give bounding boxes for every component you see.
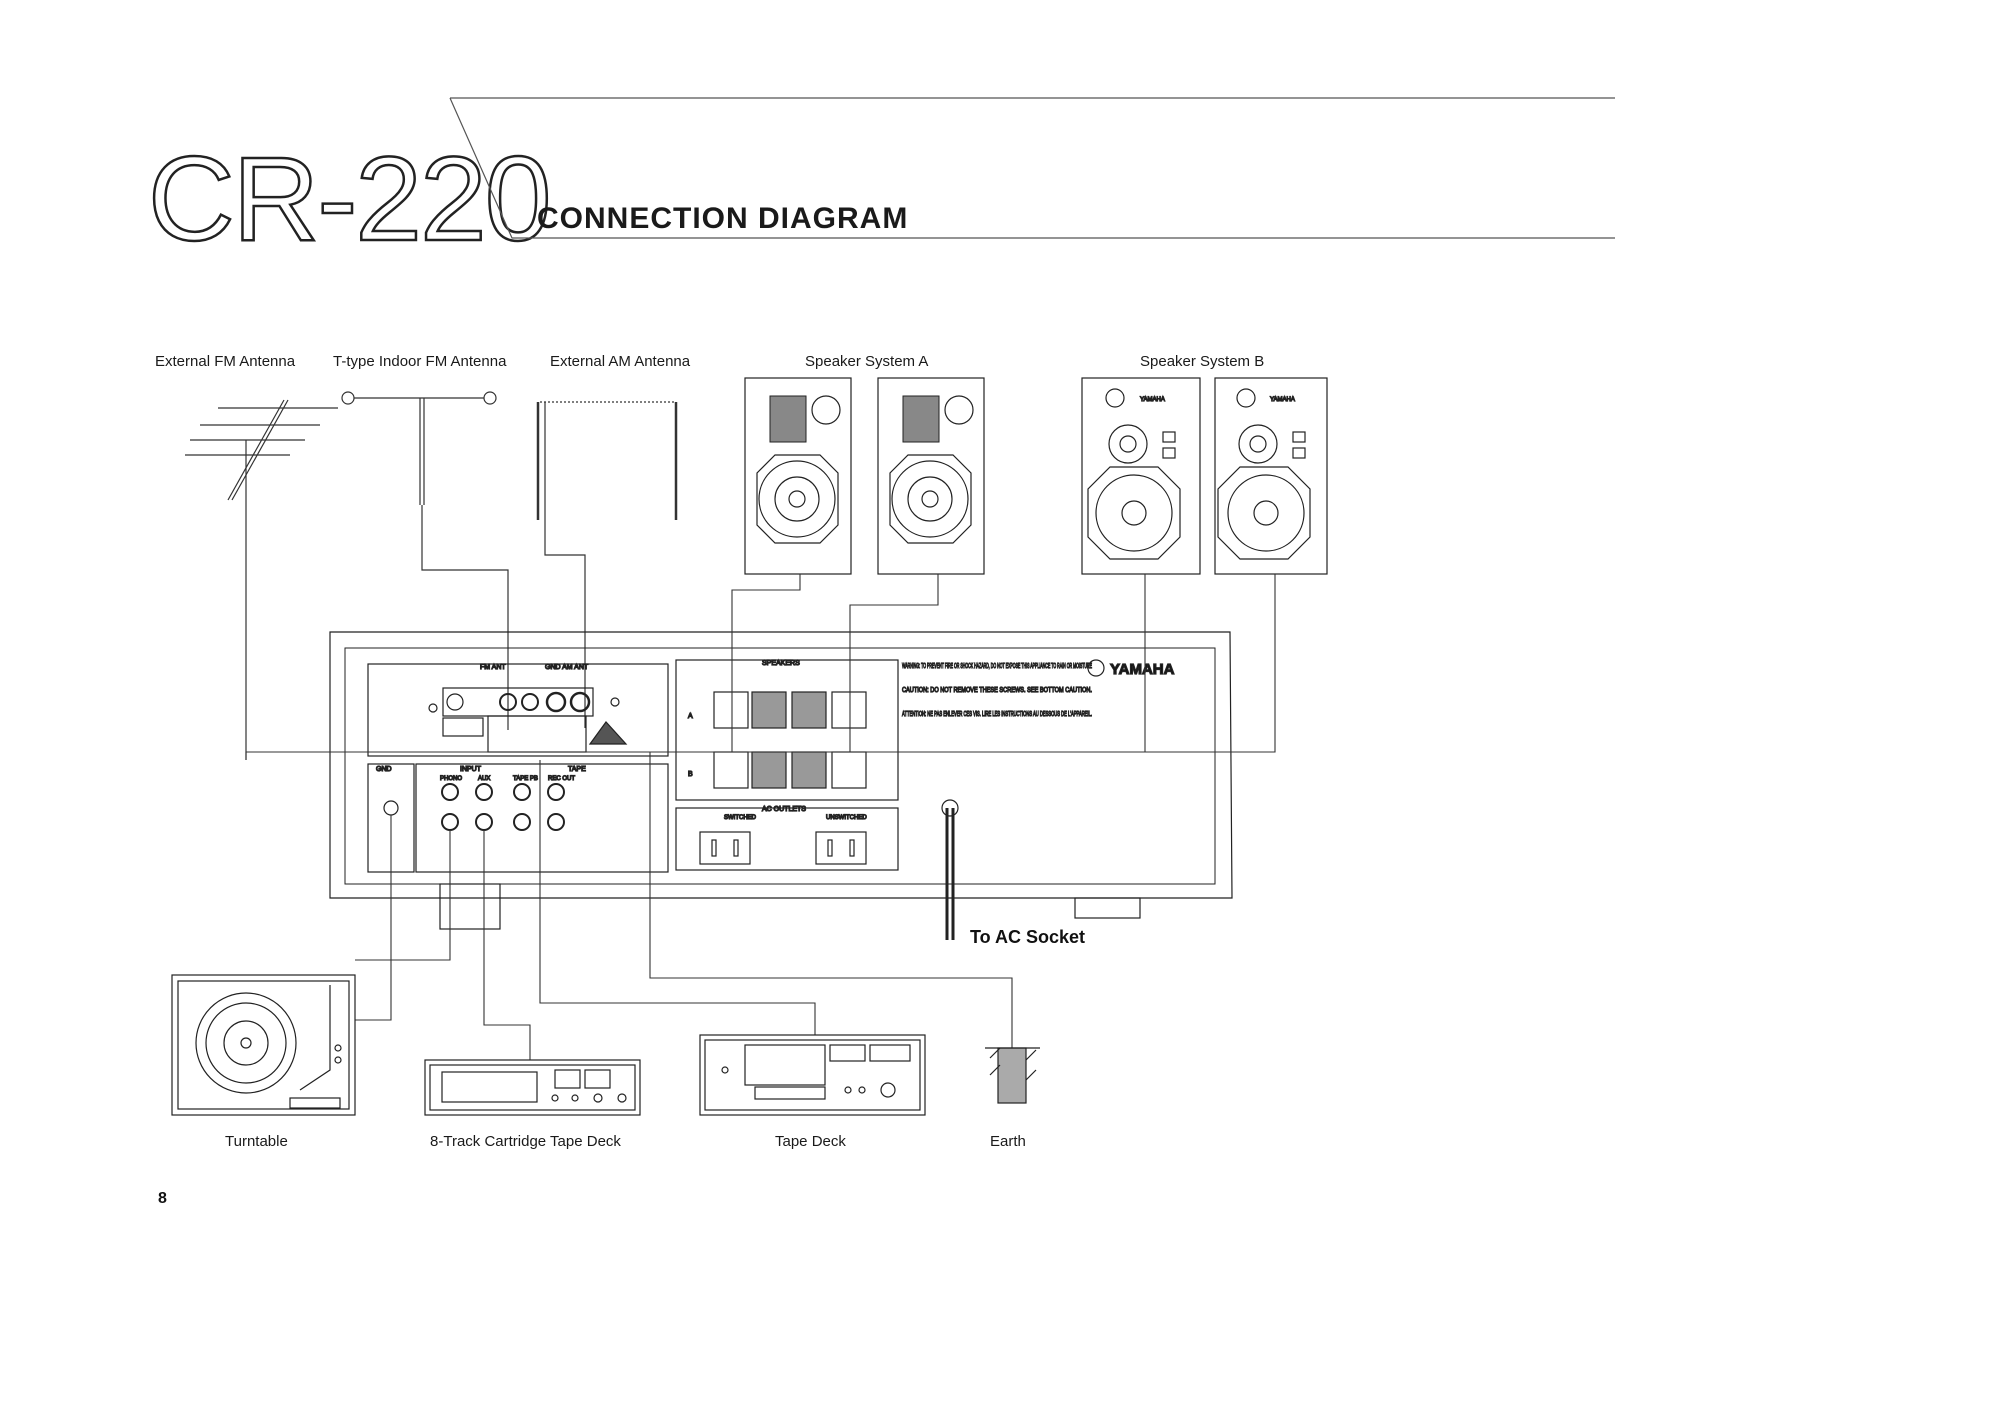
label-turntable: Turntable bbox=[225, 1133, 288, 1150]
receiver-brand: YAMAHA bbox=[1110, 661, 1175, 678]
ac-outlets-label: AC OUTLETS bbox=[762, 806, 806, 813]
speaker-system-a bbox=[744, 377, 985, 575]
ac-outlet-block bbox=[675, 807, 899, 871]
aux-label: AUX bbox=[478, 776, 490, 782]
t-type-fm-antenna-icon bbox=[341, 391, 509, 730]
speaker-system-b: YAMAHA YAMAHA bbox=[1081, 377, 1328, 575]
speaker-terminal-block bbox=[675, 659, 899, 801]
label-speaker-system-b: Speaker System B bbox=[1140, 353, 1264, 370]
eight-track-deck-icon bbox=[424, 1059, 641, 1116]
fm-ant-label: FM ANT bbox=[480, 664, 506, 671]
label-speaker-system-a: Speaker System A bbox=[805, 353, 928, 370]
speaker-b-left bbox=[1081, 377, 1201, 575]
speaker-a-terminal-label: A bbox=[688, 713, 693, 720]
input-jack-block bbox=[415, 763, 669, 873]
external-am-antenna-icon bbox=[536, 401, 678, 728]
header: CR-220 CONNECTION DIAGRAM bbox=[147, 97, 1615, 267]
gnd-am-ant-label: GND AM ANT bbox=[545, 664, 589, 671]
label-to-ac-socket: To AC Socket bbox=[970, 927, 1085, 947]
label-t-type-indoor-fm-antenna: T-type Indoor FM Antenna bbox=[333, 353, 507, 370]
label-external-fm-antenna: External FM Antenna bbox=[155, 353, 296, 370]
rec-out-label: REC OUT bbox=[548, 776, 575, 782]
speaker-b-right bbox=[1214, 377, 1328, 575]
speaker-a-left bbox=[744, 377, 852, 575]
warning-text: WARNING: TO PREVENT FIRE OR SHOCK HAZARD… bbox=[902, 663, 1092, 670]
antenna-terminal-block bbox=[367, 663, 669, 757]
earth-ground-icon bbox=[985, 1047, 1040, 1104]
speakers-label: SPEAKERS bbox=[762, 660, 800, 667]
receiver-rear-panel: FM ANT GND AM ANT GND INPUT TAPE PHONO A… bbox=[329, 631, 1233, 940]
label-eight-track-deck: 8-Track Cartridge Tape Deck bbox=[430, 1133, 621, 1150]
label-earth: Earth bbox=[990, 1133, 1026, 1150]
speaker-b-terminal-label: B bbox=[688, 771, 693, 778]
tape-label: TAPE bbox=[568, 766, 586, 773]
yamaha-logo-icon bbox=[1087, 659, 1105, 677]
caution-text: CAUTION: DO NOT REMOVE THESE SCREWS. SEE… bbox=[902, 687, 1092, 694]
section-title: CONNECTION DIAGRAM bbox=[537, 202, 908, 235]
speaker-b-left-brand: YAMAHA bbox=[1140, 397, 1165, 403]
speaker-b-right-brand: YAMAHA bbox=[1270, 397, 1295, 403]
turntable-icon bbox=[171, 974, 356, 1116]
connection-wires bbox=[245, 574, 1276, 1060]
gnd-label: GND bbox=[376, 766, 392, 773]
speaker-a-right bbox=[877, 377, 985, 575]
page-number: 8 bbox=[158, 1190, 167, 1207]
label-external-am-antenna: External AM Antenna bbox=[550, 353, 691, 370]
switched-label: SWITCHED bbox=[724, 815, 757, 821]
model-title: CR-220 bbox=[148, 132, 550, 266]
tape-deck-icon bbox=[699, 1034, 926, 1116]
external-fm-antenna-icon bbox=[185, 399, 338, 760]
unswitched-label: UNSWITCHED bbox=[826, 815, 867, 821]
input-label: INPUT bbox=[460, 766, 482, 773]
attention-text: ATTENTION: NE PAS ENLEVER CES VIS. LIRE … bbox=[902, 711, 1092, 718]
phono-label: PHONO bbox=[440, 776, 462, 782]
label-tape-deck: Tape Deck bbox=[775, 1133, 846, 1150]
tape-pb-label: TAPE PB bbox=[513, 776, 538, 782]
